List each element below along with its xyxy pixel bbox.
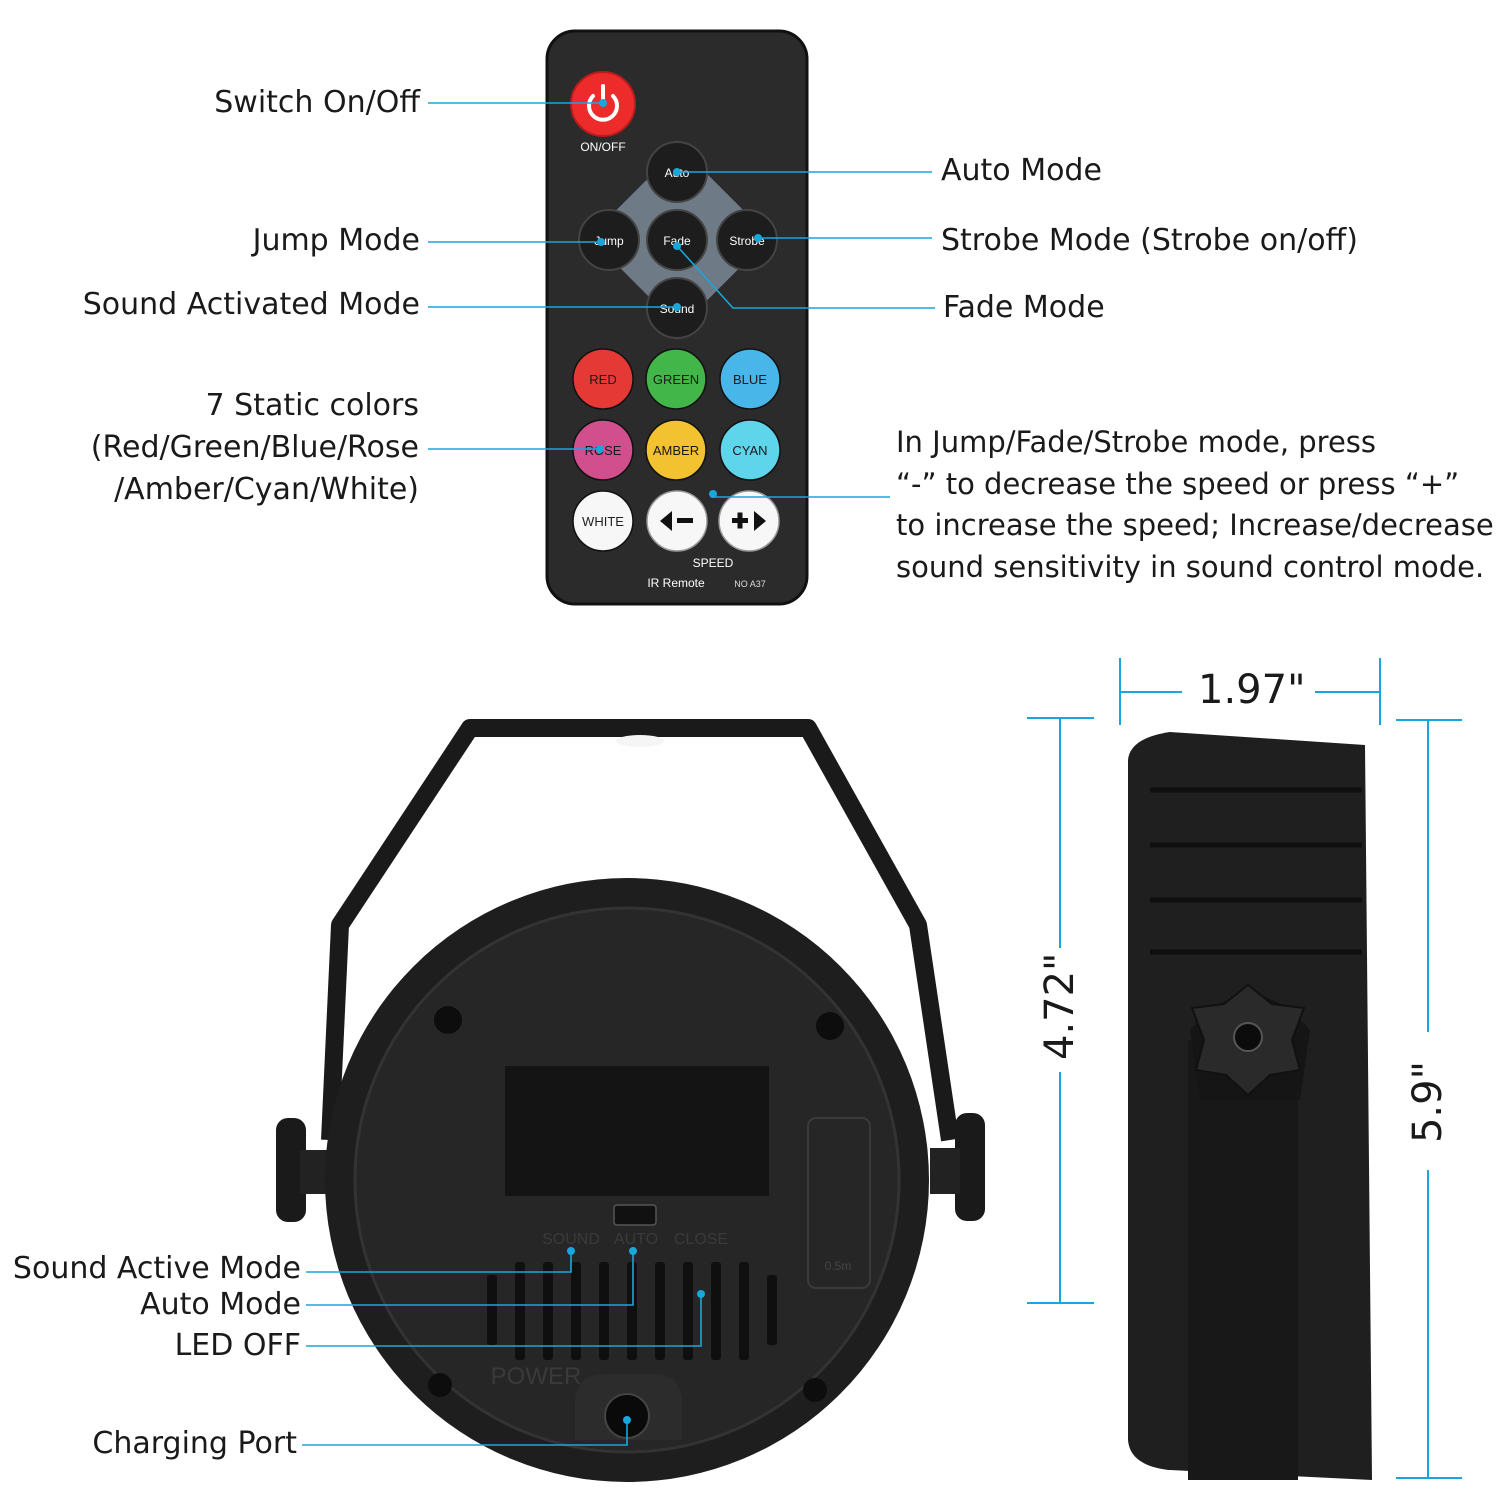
vent-slot	[655, 1262, 665, 1360]
device-leader-dots	[567, 1247, 705, 1424]
vent-slot	[571, 1262, 581, 1360]
remote-model: NO A37	[734, 579, 766, 589]
speed-note-line: to increase the speed; Increase/decrease	[896, 508, 1494, 542]
side-knob-center	[1233, 1022, 1263, 1052]
callout-fade-mode: Fade Mode	[943, 290, 1105, 325]
color-button-label: AMBER	[653, 443, 699, 458]
switch-position-auto: AUTO	[614, 1231, 658, 1248]
callout-static-colors-line3: /Amber/Cyan/White)	[114, 472, 419, 507]
light-side-view	[1128, 732, 1372, 1480]
vent-slot	[627, 1262, 637, 1360]
color-button-label: CYAN	[732, 443, 767, 458]
screw-holes	[428, 1006, 844, 1402]
arrow-left-minus-icon	[660, 511, 693, 531]
callout-jump-mode: Jump Mode	[252, 223, 420, 258]
vent-slot	[543, 1262, 553, 1360]
bracket-hole	[616, 735, 664, 747]
dimension-width: 1.97"	[1198, 667, 1306, 713]
color-button-white[interactable]	[572, 490, 634, 552]
plus-arrow-right-icon	[732, 511, 766, 531]
cert-panel	[807, 1117, 871, 1289]
right-knob-stem	[930, 1148, 960, 1194]
callout-strobe-mode: Strobe Mode (Strobe on/off)	[941, 223, 1358, 258]
speed-plus-button[interactable]	[718, 490, 780, 552]
color-button-label: WHITE	[582, 514, 624, 529]
vent-slots	[487, 1262, 777, 1360]
power-port-label: POWER	[491, 1363, 582, 1390]
jump-button[interactable]	[578, 209, 640, 271]
remote-brand: IR Remote	[647, 576, 705, 590]
speed-caption: SPEED	[693, 556, 734, 570]
vent-slot	[487, 1275, 497, 1345]
callout-led-off: LED OFF	[174, 1328, 301, 1363]
ir-remote: ON/OFF Auto Jump Fade Strobe Sound REDGR…	[545, 29, 809, 606]
vent-slot	[767, 1275, 777, 1345]
color-button-grid: REDGREENBLUEROSEAMBERCYANWHITE	[572, 348, 781, 552]
device-leader-lines	[302, 1251, 702, 1446]
callout-auto: Auto Mode	[140, 1287, 301, 1322]
mode-switch[interactable]	[613, 1204, 657, 1226]
side-ridges	[1150, 787, 1362, 955]
color-button-label: GREEN	[653, 372, 699, 387]
color-button-blue[interactable]	[719, 348, 781, 410]
fade-button[interactable]	[646, 209, 708, 271]
side-bracket	[1188, 1040, 1298, 1480]
strobe-button[interactable]	[716, 209, 778, 271]
speed-note-line: In Jump/Fade/Strobe mode, press	[896, 425, 1377, 459]
speed-note-line: “-” to decrease the speed or press “+”	[896, 466, 1460, 501]
dimension-lines	[1027, 658, 1462, 1479]
light-front-view: SOUND AUTO CLOSE POWER 0.5m	[276, 719, 985, 1482]
label-panel	[505, 1066, 769, 1196]
color-button-red[interactable]	[572, 348, 634, 410]
speed-note-line: sound sensitivity in sound control mode.	[896, 549, 1485, 584]
callout-speed-note: In Jump/Fade/Strobe mode, press “-” to d…	[896, 422, 1496, 588]
callout-static-colors-line2: (Red/Green/Blue/Rose	[90, 430, 419, 465]
right-knob[interactable]	[955, 1113, 985, 1221]
color-button-label: RED	[589, 372, 616, 387]
vent-slot	[711, 1262, 721, 1360]
color-button-label: BLUE	[733, 372, 767, 387]
dimension-total-height: 5.9"	[1405, 1061, 1451, 1144]
vent-slot	[599, 1262, 609, 1360]
callout-auto-mode: Auto Mode	[941, 153, 1102, 188]
mounting-bracket	[321, 719, 959, 1142]
color-button-green[interactable]	[645, 348, 707, 410]
callout-charging-port: Charging Port	[92, 1426, 297, 1461]
callout-sound-active: Sound Active Mode	[12, 1251, 301, 1286]
switch-position-close: CLOSE	[674, 1231, 728, 1248]
vent-slot	[683, 1262, 693, 1360]
callout-switch: Switch On/Off	[214, 85, 420, 120]
color-button-cyan[interactable]	[719, 419, 781, 481]
left-knob[interactable]	[276, 1118, 306, 1222]
distance-mark: 0.5m	[825, 1259, 852, 1273]
vent-slot	[739, 1262, 749, 1360]
fade-button-label: Fade	[663, 234, 691, 248]
remote-leader-dots	[596, 99, 762, 498]
callout-static-colors-line1: 7 Static colors	[205, 388, 419, 423]
callout-sound-mode: Sound Activated Mode	[82, 287, 420, 322]
switch-position-sound: SOUND	[542, 1231, 600, 1248]
onoff-caption: ON/OFF	[580, 140, 625, 154]
vent-slot	[515, 1262, 525, 1360]
color-button-amber[interactable]	[645, 419, 707, 481]
dimension-body-height: 4.72"	[1037, 952, 1083, 1060]
